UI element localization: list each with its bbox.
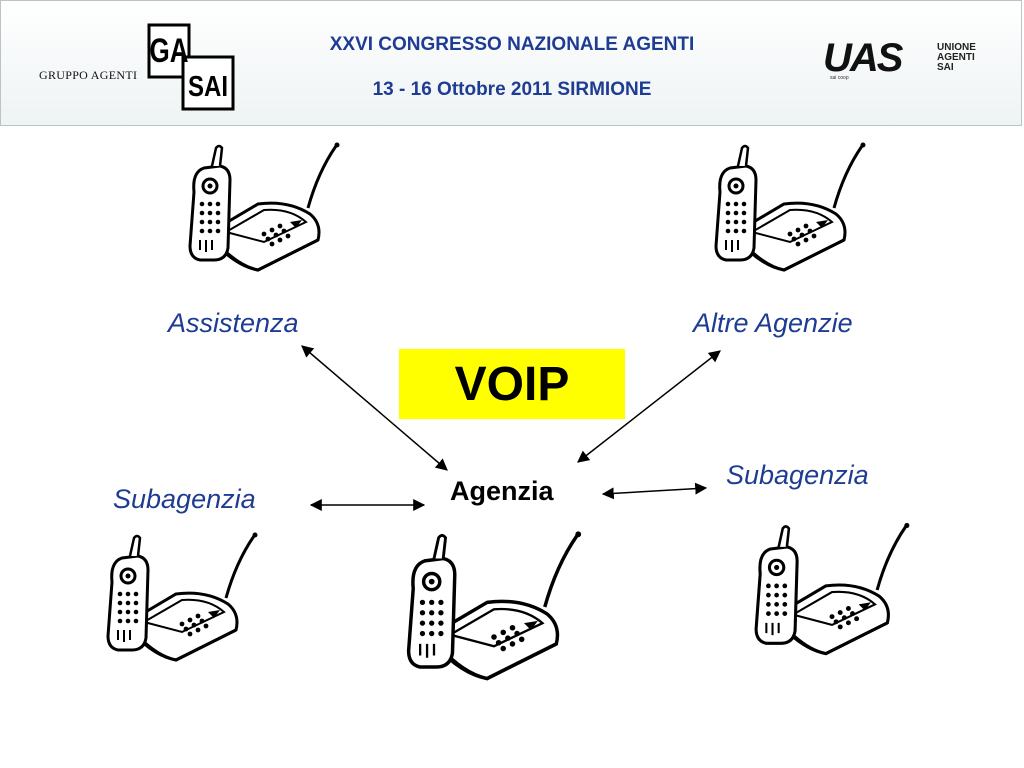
arrow-agenzia-subagenzia-right [601, 482, 708, 500]
arrow-assistenza-agenzia [301, 345, 448, 471]
node-altre-agenzie: Altre Agenzie [693, 308, 853, 338]
header-banner: GRUPPO AGENTI GA SAI XXVI CONGRESSO NAZI… [0, 0, 1022, 126]
uas-logo-letters: UAS [823, 36, 904, 80]
ga-monogram: GA [150, 33, 189, 70]
uas-logo: UAS [823, 36, 906, 80]
node-subagenzia-right: Subagenzia [726, 460, 869, 490]
node-agenzia: Agenzia [450, 476, 554, 506]
node-subagenzia-left: Subagenzia [113, 484, 256, 514]
node-assistenza: Assistenza [168, 308, 299, 338]
conference-dates: 13 - 16 Ottobre 2011 SIRMIONE [372, 79, 652, 100]
gruppo-agenti-logo-text: GRUPPO AGENTI [39, 68, 138, 82]
sai-monogram: SAI [188, 70, 228, 103]
conference-title: XXVI CONGRESSO NAZIONALE AGENTI [329, 34, 695, 55]
arrow-altre-agenzie-agenzia [577, 350, 721, 463]
uas-logo-subtext: sai coop [830, 75, 849, 81]
ga-sai-logo: GA SAI [147, 23, 235, 111]
uas-logo-text: UNIONE AGENTI SAI [937, 42, 976, 73]
